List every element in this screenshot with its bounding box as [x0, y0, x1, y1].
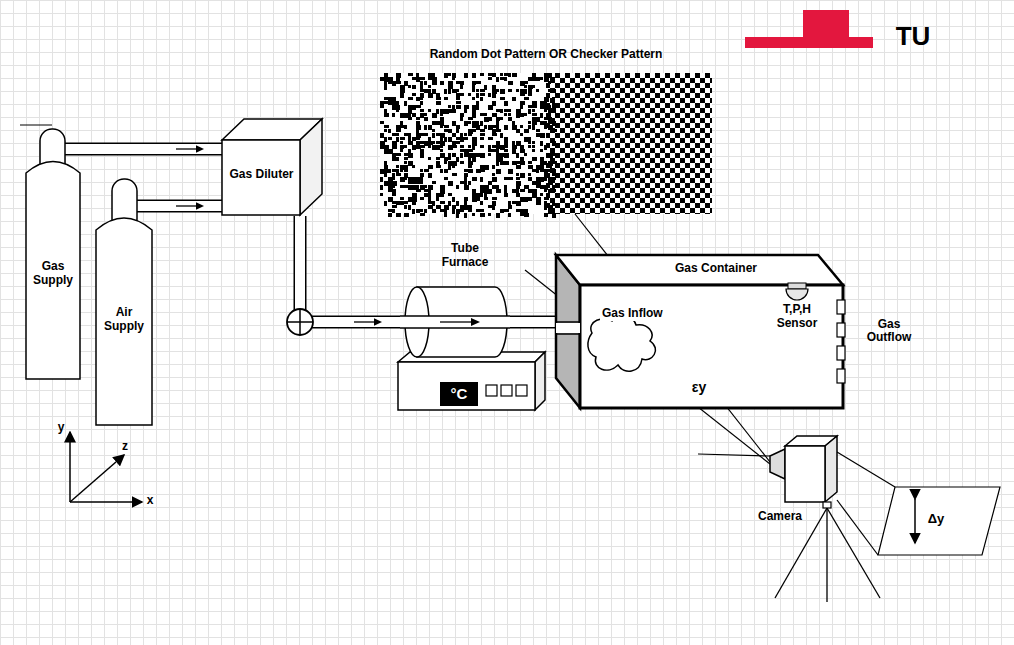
tube-furnace: Tube Furnace	[400, 242, 510, 357]
pattern-target: Random Dot Pattern OR Checker Pattern	[380, 48, 712, 214]
axis-label: y	[54, 421, 68, 434]
node-label: Tube Furnace	[435, 242, 495, 270]
stray-line	[20, 125, 52, 126]
node-label: Gas Inflow	[600, 307, 665, 321]
node-label: Gas Diluter	[223, 168, 300, 182]
gas-pipe	[65, 145, 222, 153]
furnace-controller	[398, 352, 545, 410]
gas-cloud: Gas Inflow	[586, 303, 686, 378]
gas-pipe	[137, 202, 222, 210]
gas-cylinder: Air Supply	[95, 178, 153, 426]
sensor: T,P,H Sensor	[766, 283, 828, 343]
node-label: Camera	[750, 510, 810, 524]
axes	[70, 432, 142, 502]
sight-ray	[698, 454, 770, 456]
node-label: Random Dot Pattern OR Checker Pattern	[380, 48, 712, 62]
diluter-box: Gas Diluter	[222, 118, 322, 216]
node-label: Gas Supply	[27, 260, 79, 288]
pattern-target-outline	[380, 48, 712, 214]
axis-label: x	[143, 494, 157, 507]
gas-pipe	[300, 216, 400, 326]
node-label: T,P,H Sensor	[766, 303, 828, 331]
diluter-box-outline	[222, 118, 322, 216]
mixing-junction	[287, 309, 313, 335]
outflow-label: Gas Outflow	[858, 318, 920, 344]
image-plane	[837, 452, 1000, 555]
camera: Camera	[745, 432, 850, 528]
axis-label: z	[118, 440, 132, 453]
gas-cylinder-outline	[25, 128, 81, 380]
logo-text: TU	[878, 22, 948, 51]
gas-pipe	[510, 322, 556, 323]
node-label: Gas Container	[636, 262, 796, 276]
temperature-display: °C	[440, 382, 478, 406]
logo-bars	[745, 10, 873, 48]
gas-cylinder: Gas Supply	[25, 128, 81, 380]
gas-cylinder-outline	[95, 178, 153, 426]
angle-label: εy	[688, 380, 710, 395]
node-label: °C	[440, 385, 478, 402]
dimension-label: Δy	[921, 512, 951, 526]
node-label: Air Supply	[97, 306, 151, 334]
